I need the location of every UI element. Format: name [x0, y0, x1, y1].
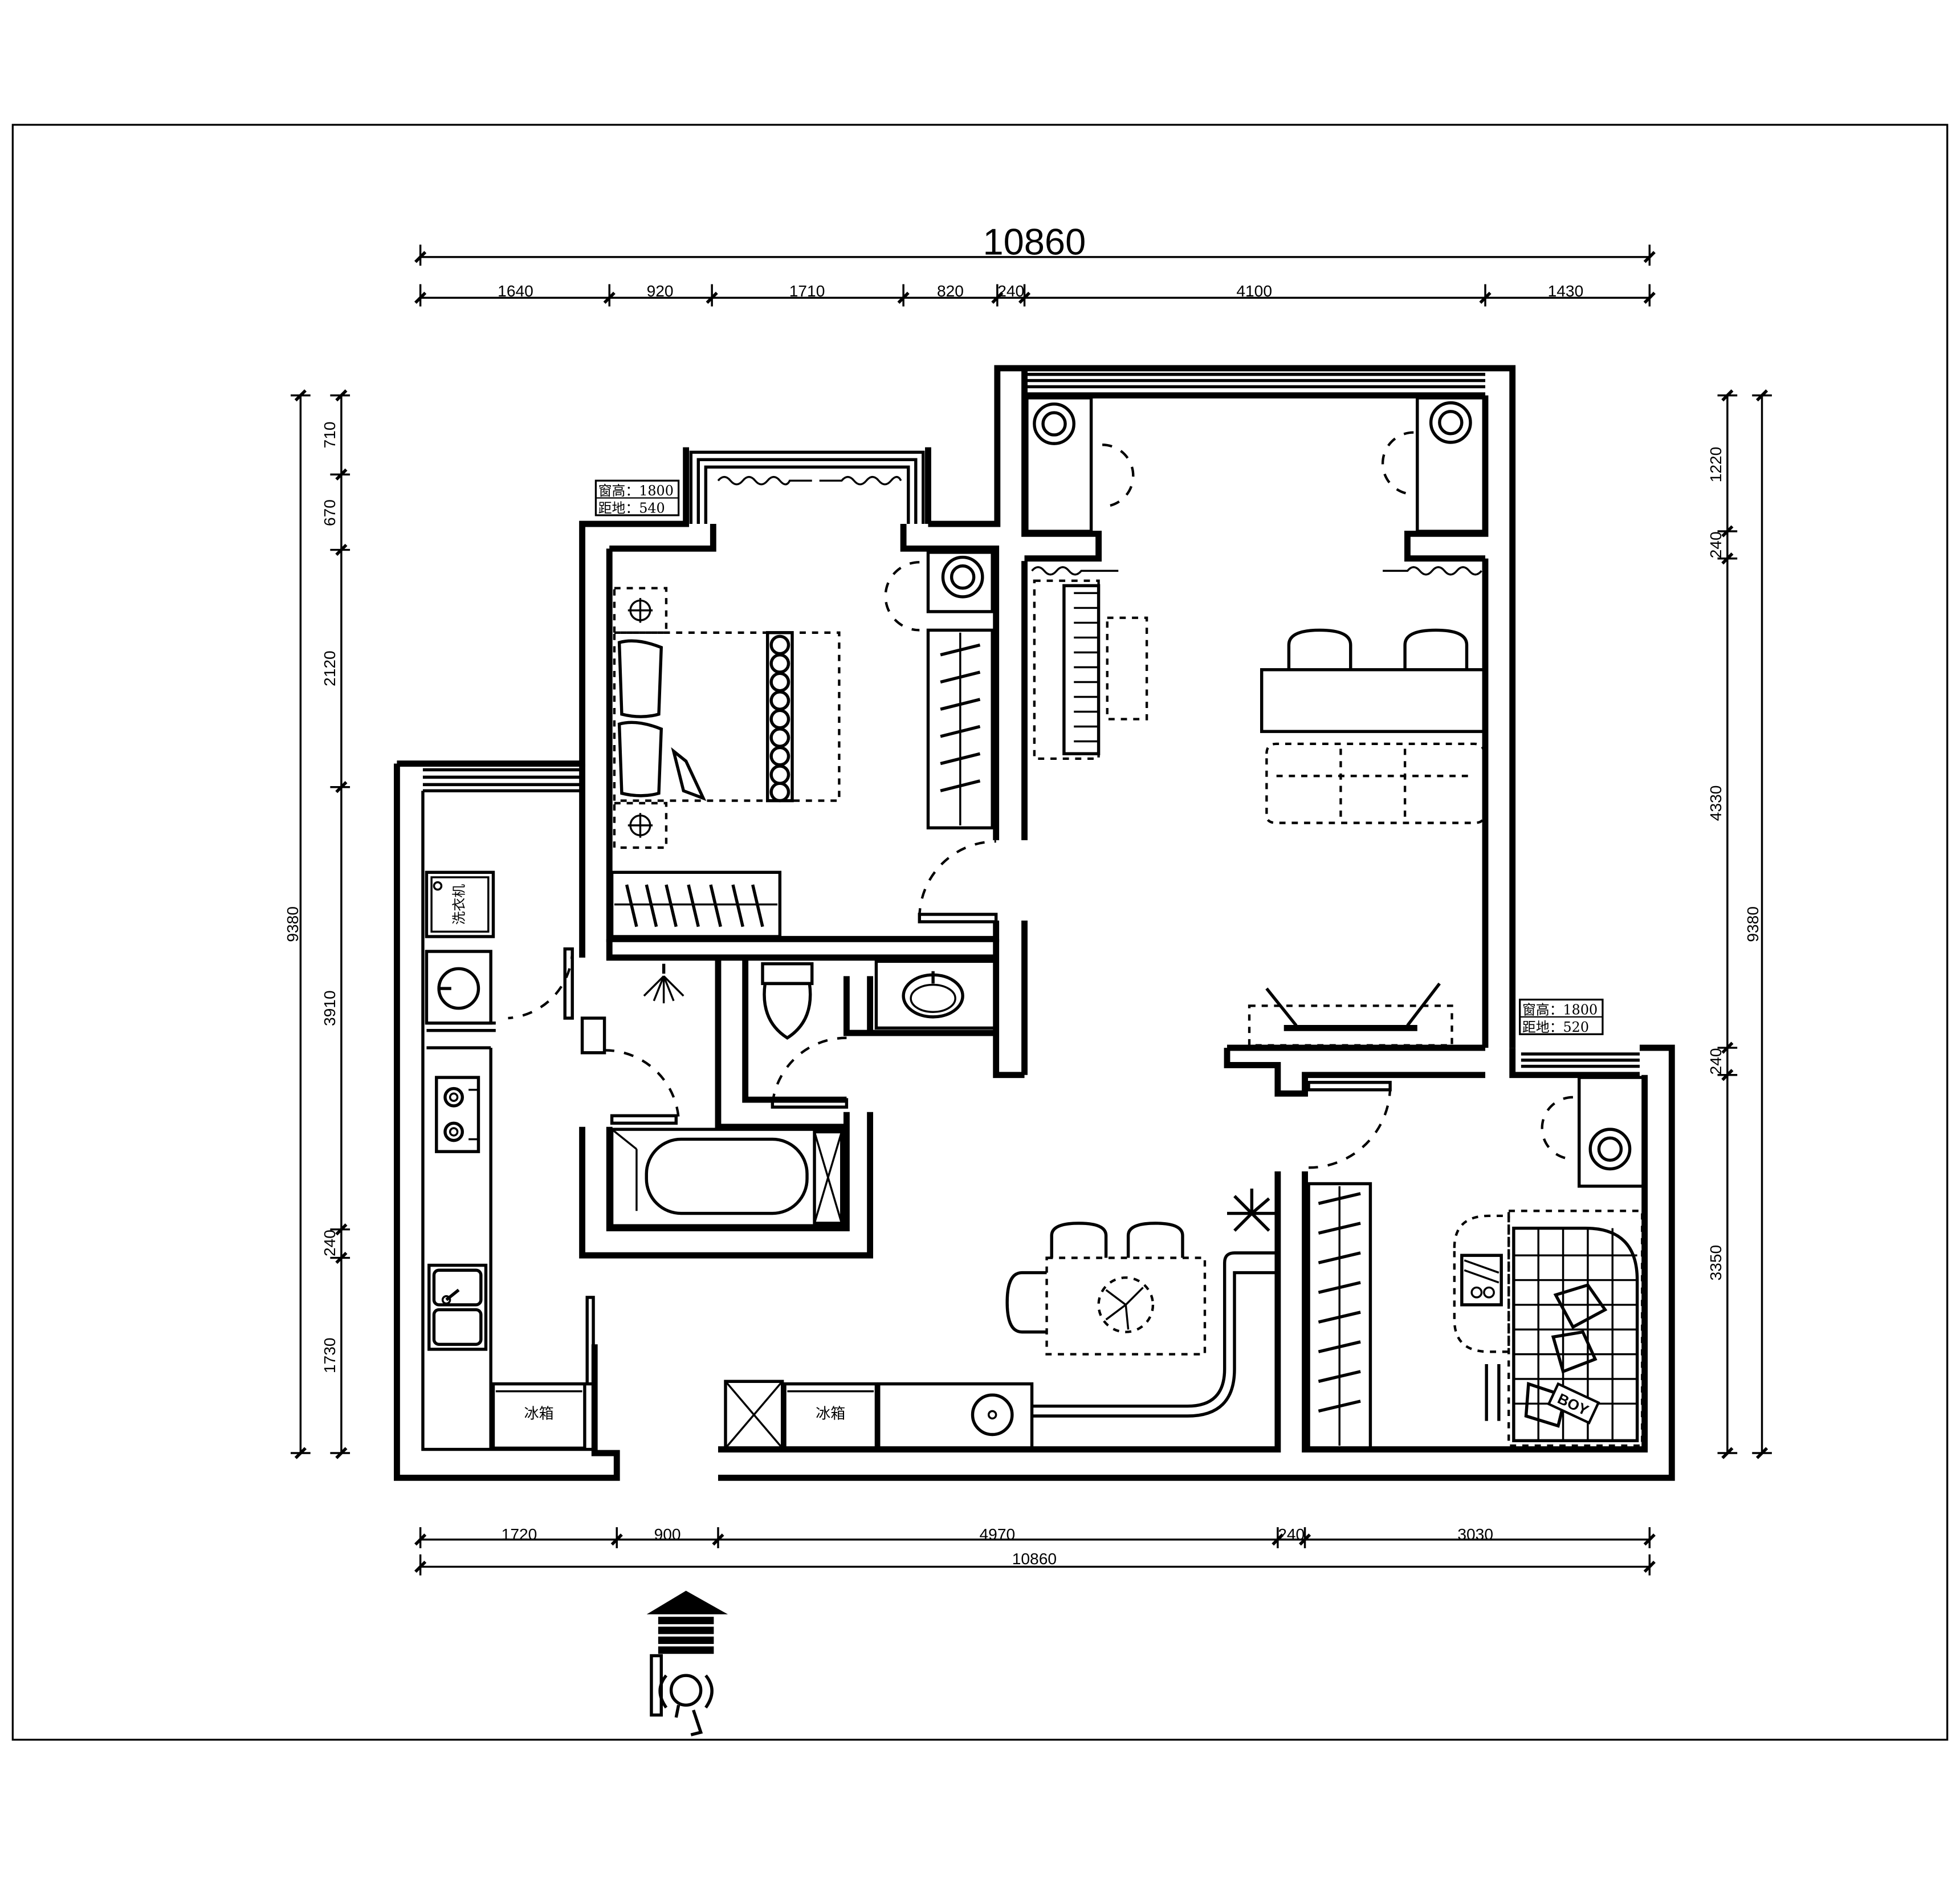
dining-table-with-chairs	[1005, 1222, 1207, 1356]
dim-top-seg-4: 820	[937, 282, 964, 300]
dim-right-seg-2: 240	[1706, 531, 1725, 558]
curtains	[717, 475, 1482, 576]
dim-right-total-text: 9380	[1743, 906, 1762, 942]
doors	[508, 431, 1573, 1386]
piano-desk	[1033, 579, 1148, 760]
person-icon	[650, 1654, 714, 1736]
double-bed	[613, 587, 841, 849]
washing-machine-label: 洗衣机	[451, 884, 467, 925]
dimension-right-total: 9380	[1743, 389, 1772, 1459]
dining-sideboard: 冰箱	[724, 1251, 1277, 1450]
study-window-note: 窗高：1800 距地：520	[1519, 998, 1604, 1035]
toilet	[761, 962, 814, 1040]
study-window-height: 窗高：1800	[1522, 1002, 1598, 1018]
shower-head	[643, 963, 684, 1004]
dim-top-seg-6: 4100	[1236, 282, 1272, 300]
dim-bottom-seg-1: 1720	[502, 1525, 537, 1543]
kitchen-countertop	[425, 950, 496, 1450]
dim-bottom-seg-4: 240	[1278, 1525, 1305, 1543]
bedroom-window-note: 窗高：1800 距地：540	[594, 479, 680, 516]
dim-bottom-seg-5: 3030	[1457, 1525, 1493, 1543]
dimension-bottom-total: 10860	[414, 1549, 1656, 1576]
dim-right-seg-1: 1220	[1706, 447, 1725, 483]
dim-bottom-seg-3: 4970	[980, 1525, 1016, 1543]
dimension-right-segments: 1220 240 4330 240 3350	[1706, 389, 1738, 1459]
dimension-left-segments: 710 670 2120 3910 240 1730	[320, 389, 351, 1459]
study-wardrobe	[1307, 1182, 1372, 1450]
dim-left-seg-1: 710	[320, 421, 339, 448]
study-armchair	[1453, 1214, 1510, 1421]
bedroom-window-sill: 距地：540	[598, 501, 665, 516]
study-daybed: BOY	[1507, 1210, 1644, 1447]
entrance-arrow-icon	[646, 1590, 728, 1654]
dim-left-seg-2: 670	[320, 499, 339, 526]
plant-icon	[1227, 1189, 1277, 1232]
dim-left-seg-3: 2120	[320, 650, 339, 686]
windows	[422, 373, 1640, 1068]
dim-left-total-text: 9380	[283, 906, 301, 942]
study-window-sill: 距地：520	[1522, 1019, 1589, 1035]
bathtub	[610, 1128, 846, 1227]
fridge-kitchen-label: 冰箱	[524, 1405, 554, 1422]
cooktop	[435, 1076, 480, 1153]
walls	[394, 365, 1675, 1481]
dim-left-seg-5: 240	[320, 1230, 339, 1256]
washing-machine: 洗衣机	[425, 870, 495, 938]
washbasin	[874, 959, 997, 1030]
dimension-top-segments: 1640 920 1710 820 240 4100 1430	[414, 282, 1656, 307]
dim-top-seg-7: 1430	[1548, 282, 1584, 300]
bedroom-window-height: 窗高：1800	[598, 483, 674, 499]
dim-top-seg-2: 920	[647, 282, 674, 300]
dim-left-seg-4: 3910	[320, 990, 339, 1026]
dim-top-seg-5: 240	[997, 282, 1024, 300]
dim-top-seg-1: 1640	[498, 282, 533, 300]
corner-cabinet-icons	[926, 396, 1645, 1188]
dim-top-total-text: 10860	[983, 221, 1086, 263]
dim-left-seg-6: 1730	[320, 1337, 339, 1373]
pillow-boy: BOY	[1547, 1382, 1600, 1425]
dimension-top-total: 10860	[414, 221, 1656, 266]
living-room-sofa	[1265, 742, 1486, 824]
dimension-bottom-segments: 1720 900 4970 240 3030	[414, 1525, 1656, 1548]
dim-right-seg-4: 240	[1706, 1048, 1725, 1075]
dimension-left-total: 9380	[283, 389, 311, 1459]
fridge-dining-label: 冰箱	[816, 1405, 845, 1422]
fridge-kitchen: 冰箱	[491, 1382, 586, 1450]
drawing-frame	[11, 124, 1949, 1741]
dim-bottom-seg-2: 900	[654, 1525, 681, 1543]
tv-cabinet	[1248, 982, 1453, 1047]
dining-bar-with-chairs	[1260, 628, 1486, 733]
dim-bottom-total-text: 10860	[1012, 1549, 1057, 1568]
kitchen-sink	[427, 1263, 488, 1351]
dim-right-seg-5: 3350	[1706, 1245, 1725, 1281]
bedroom-wardrobe	[610, 628, 994, 938]
dim-top-seg-3: 1710	[789, 282, 825, 300]
dim-right-seg-3: 4330	[1706, 786, 1725, 821]
